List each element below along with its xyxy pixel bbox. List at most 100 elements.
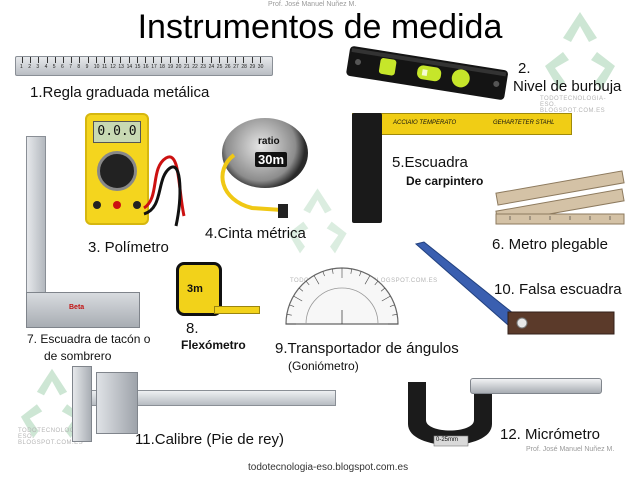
protractor-tick: [289, 304, 295, 307]
ruler-tick-label: 13: [118, 64, 124, 70]
try-square-label-2: de sombrero: [44, 349, 112, 363]
ruler-tick-label: 24: [208, 64, 215, 70]
ruler-tick: [218, 57, 220, 63]
multimeter-jack: [113, 201, 121, 209]
ruler-tick-label: 20: [175, 64, 182, 70]
page-title: Instrumentos de medida: [137, 8, 503, 46]
ruler-tick: [95, 57, 97, 63]
ruler-tick-label: 17: [151, 64, 157, 70]
ruler-tick: [136, 57, 138, 63]
ruler-tick-label: 9: [85, 64, 89, 70]
micrometer-label: 12. Micrómetro: [500, 426, 601, 443]
ruler-tick-label: 21: [184, 64, 190, 70]
protractor-sublabel: (Goniómetro): [288, 359, 359, 373]
protractor-tick: [298, 287, 304, 292]
tape-measure-strip-image: [220, 153, 288, 218]
try-square-base: Beta: [26, 292, 140, 328]
ruler-tick: [71, 57, 73, 63]
ruler-label: 1.Regla graduada metálica: [30, 84, 210, 101]
ruler-tick: [38, 57, 40, 63]
multimeter-label: 3. Polímetro: [88, 239, 169, 256]
micrometer-frame-image: [408, 382, 492, 447]
ruler-tick: [54, 57, 56, 63]
sliding-bevel-image: [414, 241, 615, 335]
sliding-bevel-label: 10. Falsa escuadra: [494, 281, 622, 298]
multimeter-display: 0.0.0: [93, 121, 141, 143]
carpenter-square-label: 5.Escuadra: [392, 154, 468, 171]
multimeter-jack: [133, 201, 141, 209]
watermark-text-top-right: TODOTECNOLOGIA-ESO. BLOGSPOT.COM.ES: [540, 96, 607, 114]
protractor-tick: [380, 287, 386, 292]
multimeter-image: 0.0.0: [85, 113, 149, 225]
pocket-tape-strip: [214, 306, 260, 314]
ruler-tick-label: 2: [28, 64, 31, 70]
spirit-level-label: Nivel de burbuja: [513, 78, 622, 95]
ruler-tick-label: 15: [134, 64, 141, 70]
carpenter-square-text-1: ACCIAIO TEMPERATO: [393, 120, 457, 126]
ruler-tick: [120, 57, 122, 63]
ruler-tick: [46, 57, 48, 63]
author-credit-bottom: Prof. José Manuel Nuñez M.: [526, 446, 615, 453]
ruler-tick-label: 26: [225, 64, 231, 70]
protractor-tick: [286, 313, 292, 316]
micrometer-spindle: [470, 378, 602, 394]
ruler-tick-label: 8: [77, 64, 81, 70]
protractor-tick: [350, 268, 353, 274]
ruler-tick: [251, 57, 253, 63]
pocket-tape-number: 8.: [186, 320, 199, 337]
tape-measure-size: 30m: [255, 152, 288, 167]
ruler-tick: [30, 57, 32, 63]
ruler-tick-label: 11: [102, 64, 108, 70]
ruler-tick-label: 1: [20, 64, 23, 70]
protractor-image: [285, 267, 399, 325]
carpenter-square-text-2: GEHARTETER STAHL: [493, 120, 555, 126]
ruler-tick-label: 16: [143, 64, 149, 70]
ruler-tick: [202, 57, 204, 63]
spirit-level-image: [346, 46, 508, 100]
try-square-brand: Beta: [69, 304, 85, 311]
protractor-tick: [392, 313, 398, 316]
recycle-watermark-icon-top-right: [545, 12, 615, 90]
protractor-tick: [364, 275, 371, 285]
ruler-tick-label: 4: [44, 64, 48, 70]
folding-rule-label: 6. Metro plegable: [492, 236, 608, 253]
ruler-tick: [210, 57, 212, 63]
multimeter-dial: [97, 151, 137, 191]
tape-measure-brand: ratio: [258, 136, 280, 147]
ruler-tick-label: 25: [216, 64, 223, 70]
protractor-tick: [305, 280, 310, 286]
ruler-tick: [79, 57, 81, 63]
caliper-sliding-jaw: [96, 372, 138, 434]
ruler-tick: [22, 57, 23, 63]
protractor-tick: [322, 271, 325, 277]
ruler-tick: [227, 57, 228, 63]
ruler-tick: [186, 57, 187, 63]
ruler-tick-label: 28: [241, 64, 247, 70]
caliper-label: 11.Calibre (Pie de rey): [135, 431, 284, 448]
ruler-tick: [63, 57, 64, 63]
carpenter-square-sublabel: De carpintero: [406, 174, 484, 188]
ruler-tick-label: 10: [93, 64, 100, 70]
ruler-tick: [112, 57, 114, 63]
ruler-tick-label: 22: [192, 64, 198, 70]
ruler-tick-label: 23: [200, 64, 206, 70]
ruler-tick-label: 18: [159, 64, 165, 70]
protractor-tick: [374, 280, 379, 286]
ruler-tick-label: 19: [167, 64, 174, 70]
ruler-tick: [259, 57, 261, 63]
pocket-tape-label: Flexómetro: [181, 338, 246, 352]
tape-measure-label: 4.Cinta métrica: [205, 225, 306, 242]
pocket-tape-size: 3m: [187, 283, 203, 295]
ruler-tick-label: 29: [249, 64, 256, 70]
ruler-tick-label: 7: [69, 64, 72, 70]
protractor-tick: [313, 275, 320, 285]
ruler-tick: [145, 57, 146, 63]
carpenter-square-handle: [352, 113, 382, 223]
protractor-label: 9.Transportador de ángulos: [275, 340, 459, 357]
protractor-tick: [359, 271, 362, 277]
recycle-watermark-icon-middle: [288, 188, 347, 254]
ruler-tick: [153, 57, 155, 63]
ruler-tick-label: 12: [110, 64, 116, 70]
